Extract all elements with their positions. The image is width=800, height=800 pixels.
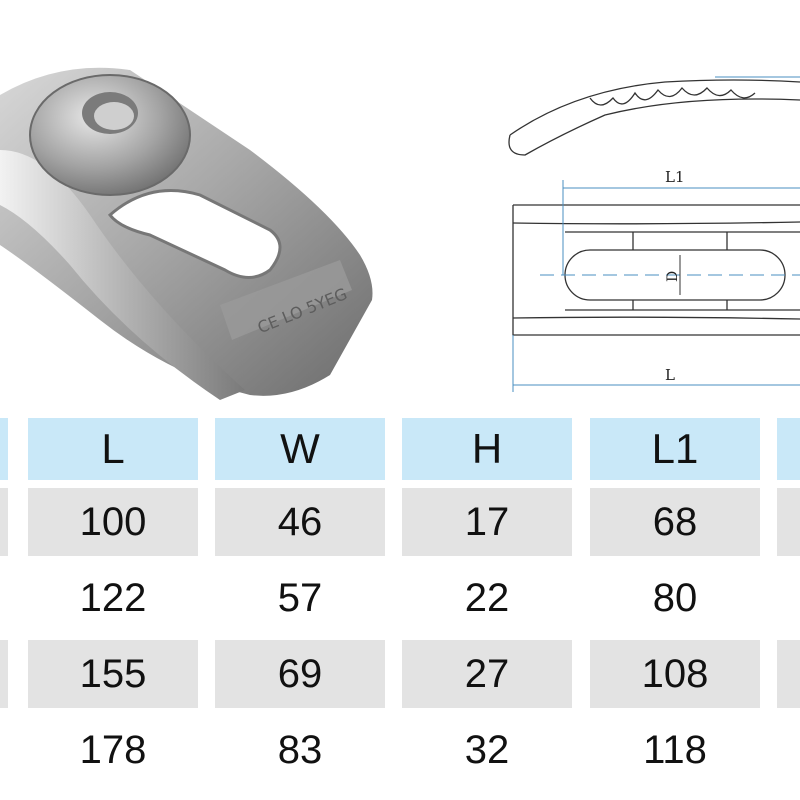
table-cell: 69 <box>215 640 385 708</box>
technical-drawing: L1 L D <box>495 60 800 400</box>
top-view <box>512 204 800 336</box>
table-cell: 80 <box>652 576 698 620</box>
table-cell: 68 <box>590 488 760 556</box>
header-cell-partial-left <box>0 418 8 480</box>
table-cell: 32 <box>464 728 510 772</box>
table-cell: 83 <box>277 728 323 772</box>
label-l: L <box>665 366 675 384</box>
table-row-3-partial-right <box>777 640 800 708</box>
table-cell: 122 <box>79 576 147 620</box>
header-cell-w: W <box>215 418 385 480</box>
table-cell: 57 <box>277 576 323 620</box>
table-row-1-partial-left <box>0 488 8 556</box>
header-cell-l: L <box>28 418 198 480</box>
table-cell: 22 <box>464 576 510 620</box>
table-cell: 17 <box>402 488 572 556</box>
header-cell-h: H <box>402 418 572 480</box>
clamp-dimension-drawing: L1 L D <box>508 76 800 392</box>
product-photo: CE LO 5YEG <box>0 40 400 410</box>
label-l1: L1 <box>665 168 685 186</box>
table-cell: 118 <box>643 728 707 772</box>
table-row-3-partial-left <box>0 640 8 708</box>
table-cell: 100 <box>28 488 198 556</box>
table-cell: 108 <box>590 640 760 708</box>
side-profile <box>508 79 800 156</box>
header-cell-partial-right <box>777 418 800 480</box>
label-d: D <box>665 271 681 282</box>
table-cell: 155 <box>28 640 198 708</box>
table-cell: 46 <box>215 488 385 556</box>
table-cell: 178 <box>79 728 147 772</box>
header-cell-l1: L1 <box>590 418 760 480</box>
dimensions-table: L W H L1 100 46 17 68 122 57 22 80 155 6… <box>0 418 800 800</box>
table-cell: 27 <box>402 640 572 708</box>
saddle-clamp-image: CE LO 5YEG <box>0 67 373 400</box>
table-row-1-partial-right <box>777 488 800 556</box>
